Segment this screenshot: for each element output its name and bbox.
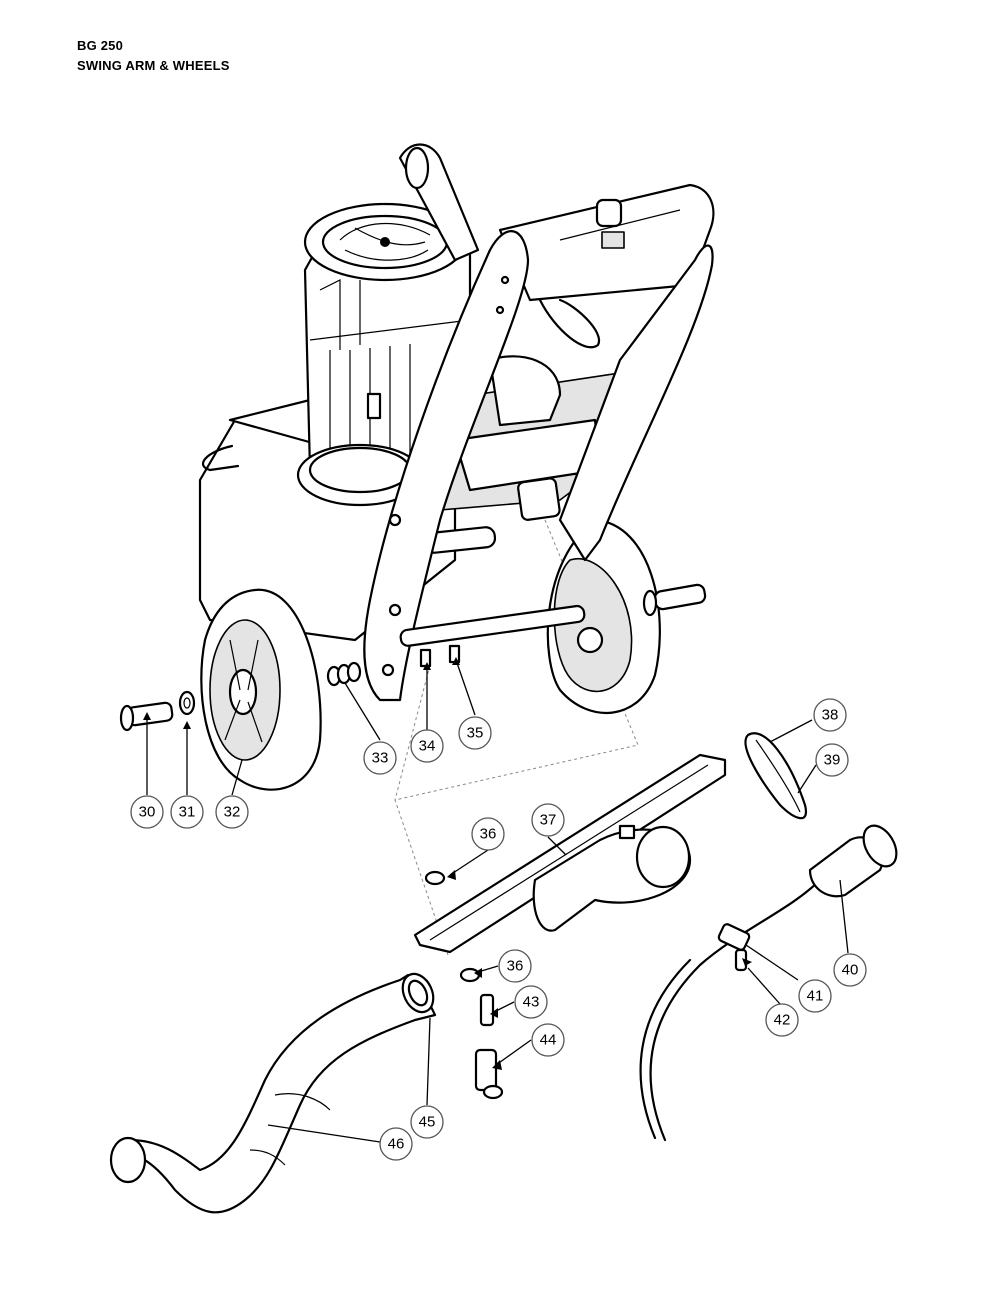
- callout: 45: [410, 1105, 444, 1139]
- coupling-44: [474, 1048, 504, 1100]
- callout: 44: [531, 1023, 565, 1057]
- front-wheel: [200, 588, 322, 791]
- rear-axle-pin: [642, 583, 707, 617]
- callout-label: 40: [842, 962, 859, 979]
- rear-wheel: [546, 518, 661, 715]
- callout-label: 35: [467, 725, 484, 742]
- cable-clamp-41-42: [717, 923, 751, 972]
- callout-label: 33: [372, 750, 389, 767]
- callout-label: 36: [480, 826, 497, 843]
- washer-36b: [459, 967, 481, 983]
- callout: 36: [471, 817, 505, 851]
- washer-31: [178, 690, 196, 716]
- section-title: SWING ARM & WHEELS: [77, 58, 230, 73]
- callout-label: 41: [807, 988, 824, 1005]
- callout: 36: [498, 949, 532, 983]
- callout: 37: [531, 803, 565, 837]
- callout-label: 34: [419, 738, 436, 755]
- callout-label: 39: [824, 752, 841, 769]
- callout-label: 37: [540, 812, 557, 829]
- callout: 35: [458, 716, 492, 750]
- callout: 34: [410, 729, 444, 763]
- model-title: BG 250: [77, 38, 124, 53]
- bolt-43: [479, 993, 495, 1027]
- callout: 46: [379, 1127, 413, 1161]
- callout: 31: [170, 795, 204, 829]
- cable-tie-38-39: [744, 732, 808, 820]
- machine-assembly: [198, 143, 715, 791]
- callout: 39: [815, 743, 849, 777]
- washer-36a: [424, 870, 446, 886]
- handle-loop: [538, 298, 601, 349]
- axle-pin-30: [119, 701, 174, 732]
- callout: 43: [514, 985, 548, 1019]
- callout-label: 36: [507, 958, 524, 975]
- frame-crossbar: [498, 183, 715, 302]
- callout-label: 46: [388, 1136, 405, 1153]
- axle-rod: [399, 604, 586, 647]
- callout: 42: [765, 1003, 799, 1037]
- inner-frame: [423, 355, 641, 554]
- callout: 33: [363, 741, 397, 775]
- callout: 38: [813, 698, 847, 732]
- callout-label: 38: [822, 707, 839, 724]
- callout-label: 44: [540, 1032, 557, 1049]
- callout-label: 32: [224, 804, 241, 821]
- callout-label: 45: [419, 1114, 436, 1131]
- callout-label: 42: [774, 1012, 791, 1029]
- callout-label: 30: [139, 804, 156, 821]
- plug-cable-40: [639, 824, 898, 1142]
- leader-arrowheads: [143, 657, 752, 1070]
- chassis-handle: [202, 444, 240, 472]
- callout-label: 43: [523, 994, 540, 1011]
- callout: 40: [833, 953, 867, 987]
- callout-label: 31: [179, 804, 196, 821]
- washers-33: [326, 661, 362, 687]
- callout: 41: [798, 979, 832, 1013]
- front-arch-frame: [363, 230, 530, 702]
- leader-lines: [146, 659, 849, 1143]
- vacuum-hose-46: [109, 972, 437, 1214]
- suction-bracket-37: [413, 753, 727, 954]
- callout: 30: [130, 795, 164, 829]
- callout: 32: [215, 795, 249, 829]
